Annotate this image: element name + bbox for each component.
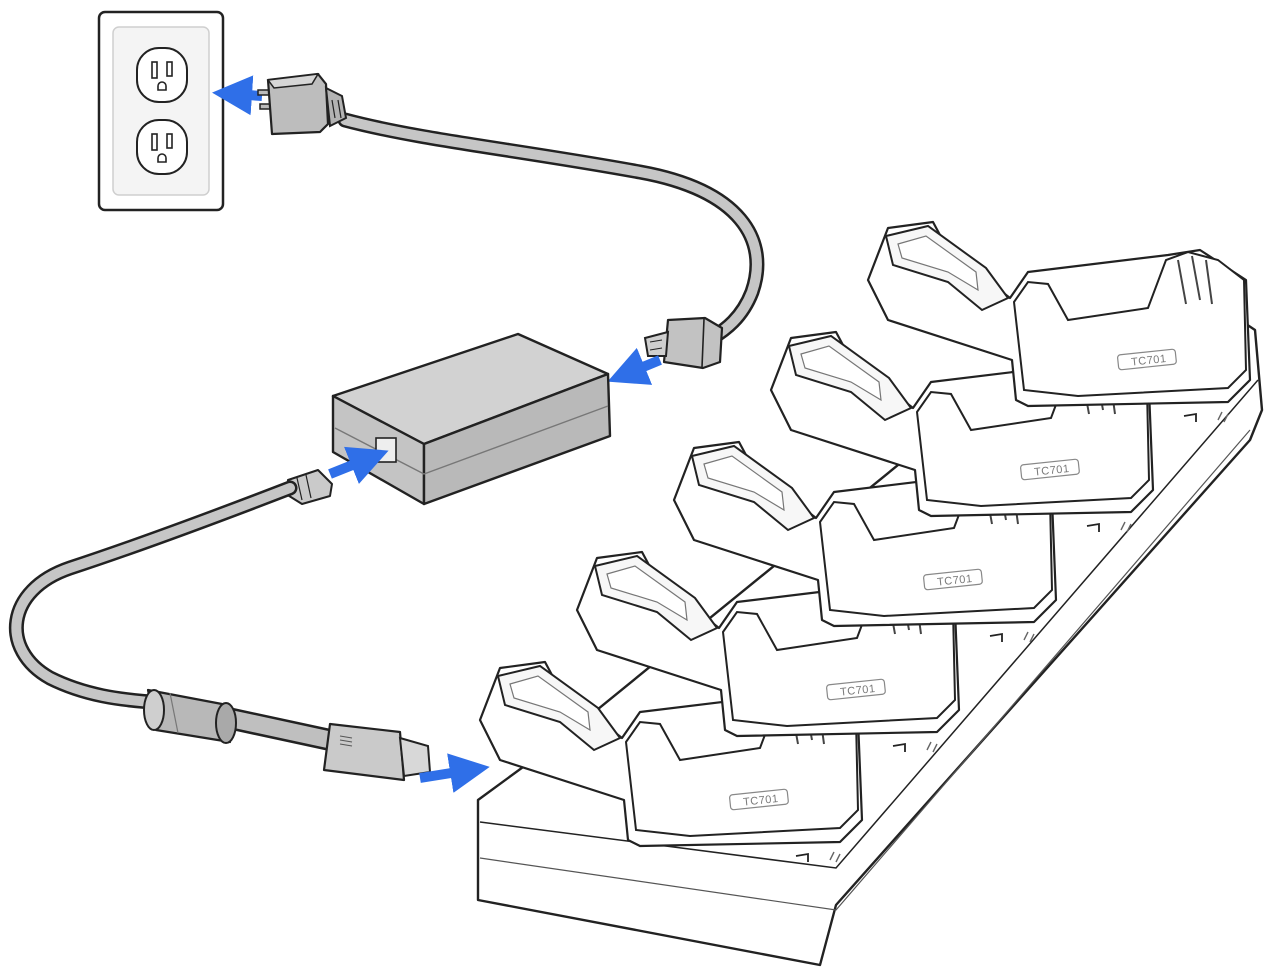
slot-label-plate xyxy=(1020,458,1080,481)
slot-indicator xyxy=(1086,522,1100,532)
slot-label: TC701 xyxy=(743,793,780,809)
slot-logo-mark xyxy=(926,741,938,753)
outlet-receptacle-bottom xyxy=(136,119,188,175)
ac-inlet-connector xyxy=(643,316,724,370)
slot-label-plate xyxy=(729,788,789,811)
ac-plug-icon xyxy=(257,72,348,136)
cradle-slot: TC701 xyxy=(866,220,1252,423)
slot-front-cup-inner xyxy=(800,345,882,402)
slot-contacts xyxy=(1177,255,1213,305)
slot-front-cup-inner xyxy=(606,565,688,622)
direction-arrow-icon xyxy=(328,446,389,484)
slot-front-cup-inner xyxy=(703,455,785,512)
direction-arrow-icon xyxy=(212,75,263,116)
power-adapter-icon xyxy=(331,332,612,506)
slot-label: TC701 xyxy=(1131,353,1168,369)
direction-arrow-icon xyxy=(419,753,490,793)
ferrite-bead xyxy=(143,688,237,744)
slot-label: TC701 xyxy=(1034,463,1071,479)
slot-label: TC701 xyxy=(937,573,974,589)
slot-front-cup-inner xyxy=(509,675,591,732)
slot-logo-mark xyxy=(829,851,841,863)
dc-power-cable xyxy=(8,480,341,751)
slot-indicator xyxy=(989,632,1003,642)
slot-indicator xyxy=(795,852,809,862)
slot-label: TC701 xyxy=(840,683,877,699)
slot-rear-cup xyxy=(1012,250,1248,398)
slot-indicator xyxy=(1183,412,1197,422)
cradle-base-edge xyxy=(479,429,1251,911)
cradle-base-edge xyxy=(479,379,1259,869)
slot-indicator xyxy=(892,742,906,752)
slot-label-plate xyxy=(1117,348,1177,371)
slot-label-plate xyxy=(923,568,983,591)
ac-power-cable xyxy=(337,112,765,346)
usb-connector-icon xyxy=(322,722,432,782)
slot-label-plate xyxy=(826,678,886,701)
slot-logo-mark xyxy=(1217,411,1229,423)
slot-front-cup-inner xyxy=(897,235,979,292)
wall-outlet-icon xyxy=(97,10,225,212)
outlet-receptacle-top xyxy=(136,47,188,103)
slot-logo-mark xyxy=(1023,631,1035,643)
direction-arrow-icon xyxy=(607,347,662,385)
slot-logo-mark xyxy=(1120,521,1132,533)
